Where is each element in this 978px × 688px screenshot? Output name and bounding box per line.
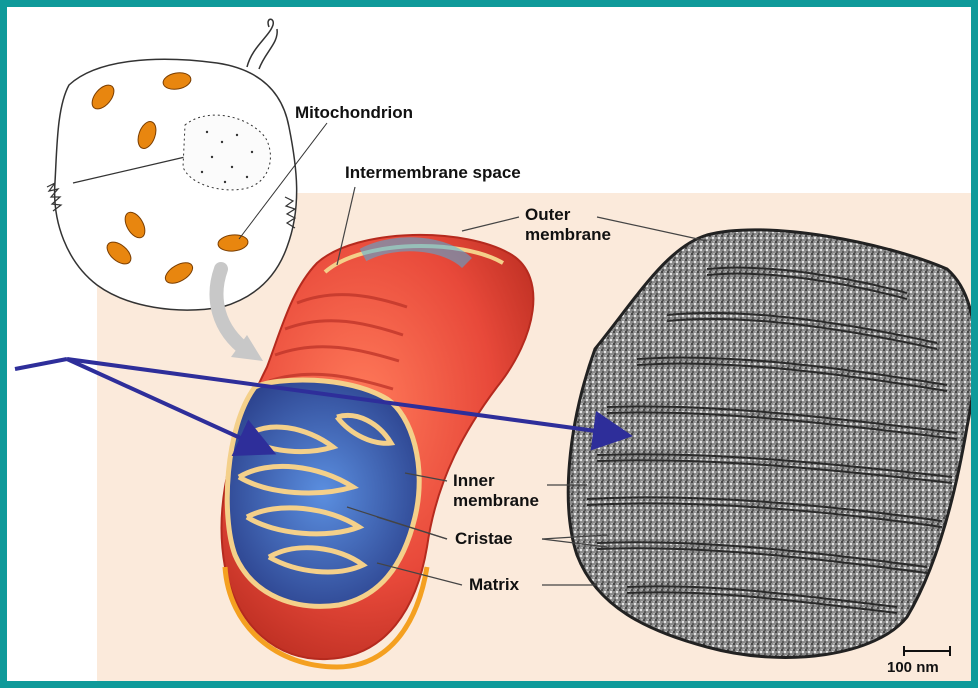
label-cristae: Cristae	[455, 529, 513, 549]
label-intermembrane-space: Intermembrane space	[345, 163, 521, 183]
label-mitochondrion: Mitochondrion	[295, 103, 413, 123]
electron-micrograph	[568, 230, 975, 658]
label-matrix: Matrix	[469, 575, 519, 595]
label-outer-membrane: Outer membrane	[525, 205, 611, 245]
scale-bar-label: 100 nm	[887, 659, 939, 676]
cell-illustration	[47, 19, 327, 310]
label-inner-membrane: Inner membrane	[453, 471, 539, 511]
scale-bar	[904, 646, 950, 656]
